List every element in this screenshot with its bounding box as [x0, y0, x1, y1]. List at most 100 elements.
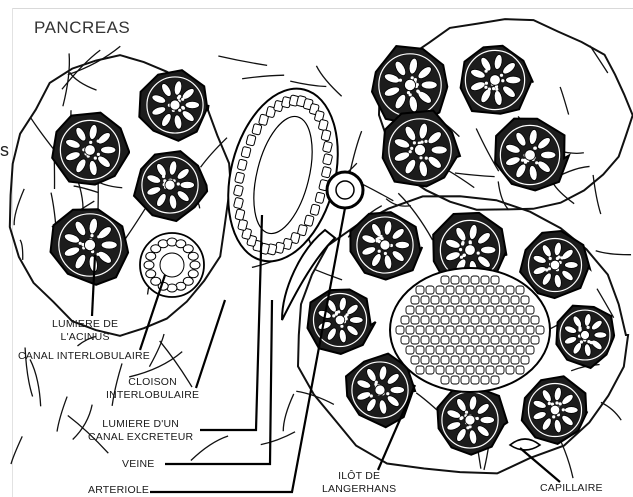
islet-cell: [506, 346, 514, 354]
acinus: [437, 385, 507, 454]
lumen-dot: [534, 147, 537, 150]
lumen-dot: [556, 257, 559, 260]
fiber: [57, 397, 67, 432]
islet-cell: [491, 316, 499, 324]
lumen-dot: [460, 416, 463, 419]
islet-cell: [456, 366, 464, 374]
acinus: [461, 46, 533, 114]
acinus-lumen: [165, 180, 175, 190]
fiber: [596, 251, 631, 255]
islet-cell: [471, 376, 479, 384]
duct-cell: [322, 154, 332, 166]
islet-cell: [461, 356, 469, 364]
lumen-dot: [545, 268, 548, 271]
islet-cell: [516, 306, 524, 314]
islet-cell: [456, 326, 464, 334]
lumen-dot: [384, 252, 387, 255]
islet-cell: [451, 336, 459, 344]
islet-cell: [436, 366, 444, 374]
lumen-dot: [411, 76, 414, 79]
acinus-lumen: [414, 144, 425, 155]
label-arteriole: ARTERIOLE: [88, 484, 149, 497]
islet-cell: [526, 306, 534, 314]
acinar-cell: [421, 81, 437, 89]
islet-cell: [446, 366, 454, 374]
islet-cell: [491, 296, 499, 304]
islet-cell: [476, 286, 484, 294]
islet-cell: [481, 336, 489, 344]
islet-cell: [476, 346, 484, 354]
fiber: [20, 240, 23, 260]
islet-cell: [401, 316, 409, 324]
lumen-dot: [461, 241, 464, 244]
fiber: [201, 138, 227, 168]
islet-cell: [491, 276, 499, 284]
islet-cell: [431, 336, 439, 344]
islet-cell: [441, 316, 449, 324]
islet-cell: [451, 296, 459, 304]
islet-cell: [496, 326, 504, 334]
islet-cell: [481, 316, 489, 324]
islet-cell: [441, 356, 449, 364]
lumen-dot: [346, 313, 349, 316]
islet-cell: [441, 336, 449, 344]
acinar-cell: [506, 76, 521, 84]
islet-cell: [421, 356, 429, 364]
duct-lumen: [160, 253, 184, 277]
duct-cell: [190, 261, 200, 269]
islet-cell: [491, 356, 499, 364]
islet-cell: [501, 356, 509, 364]
acinar-cell: [395, 241, 409, 248]
lumen-dot: [500, 74, 503, 77]
islet-cell: [471, 316, 479, 324]
islet-cell: [451, 376, 459, 384]
duct-cell: [310, 204, 320, 216]
label-capillaire: CAPILLAIRE: [540, 482, 603, 495]
duct-cell: [318, 119, 328, 131]
islet-cell: [501, 296, 509, 304]
duct-cell: [315, 192, 325, 204]
islet-cell: [511, 336, 519, 344]
islet-cell: [441, 296, 449, 304]
canal-interlobulaire: [140, 233, 204, 297]
lumen-dot: [495, 88, 498, 91]
lumen-dot: [477, 252, 480, 255]
label-lumiere-canal-excreteur: LUMIERE D'UN CANAL EXCRETEUR: [88, 418, 193, 444]
label-canal-interlobulaire: CANAL INTERLOBULAIRE: [18, 350, 150, 363]
islet-cell: [481, 356, 489, 364]
islet-cell: [486, 286, 494, 294]
fiber: [242, 75, 284, 79]
acinus-lumen: [525, 150, 536, 161]
islet-cell: [406, 306, 414, 314]
lumen-dot: [89, 141, 92, 144]
lumen-dot: [378, 250, 381, 253]
islet-cell: [411, 296, 419, 304]
islet-cell: [436, 326, 444, 334]
fiber: [590, 46, 608, 73]
lumen-dot: [561, 256, 564, 259]
acinus: [556, 306, 614, 368]
duct-cell: [252, 124, 262, 136]
fiber: [283, 394, 294, 431]
islet-cell: [461, 376, 469, 384]
islet-cell: [516, 346, 524, 354]
lumen-dot: [177, 182, 180, 185]
acinus: [350, 212, 422, 279]
acinus-lumen: [84, 239, 95, 250]
islet-cell: [511, 296, 519, 304]
duct-cell: [146, 270, 156, 278]
islet-cell: [506, 366, 514, 374]
islet-cell: [441, 376, 449, 384]
islet-cell: [426, 326, 434, 334]
islet-cell: [471, 296, 479, 304]
islet-cell: [516, 286, 524, 294]
islet-cell: [426, 366, 434, 374]
lumen-dot: [419, 156, 422, 159]
islet-cell: [466, 286, 474, 294]
lumen-dot: [409, 150, 412, 153]
duct-cell: [233, 185, 243, 197]
lumen-dot: [469, 241, 472, 244]
lumen-dot: [549, 257, 552, 260]
duct-cell: [246, 134, 256, 146]
